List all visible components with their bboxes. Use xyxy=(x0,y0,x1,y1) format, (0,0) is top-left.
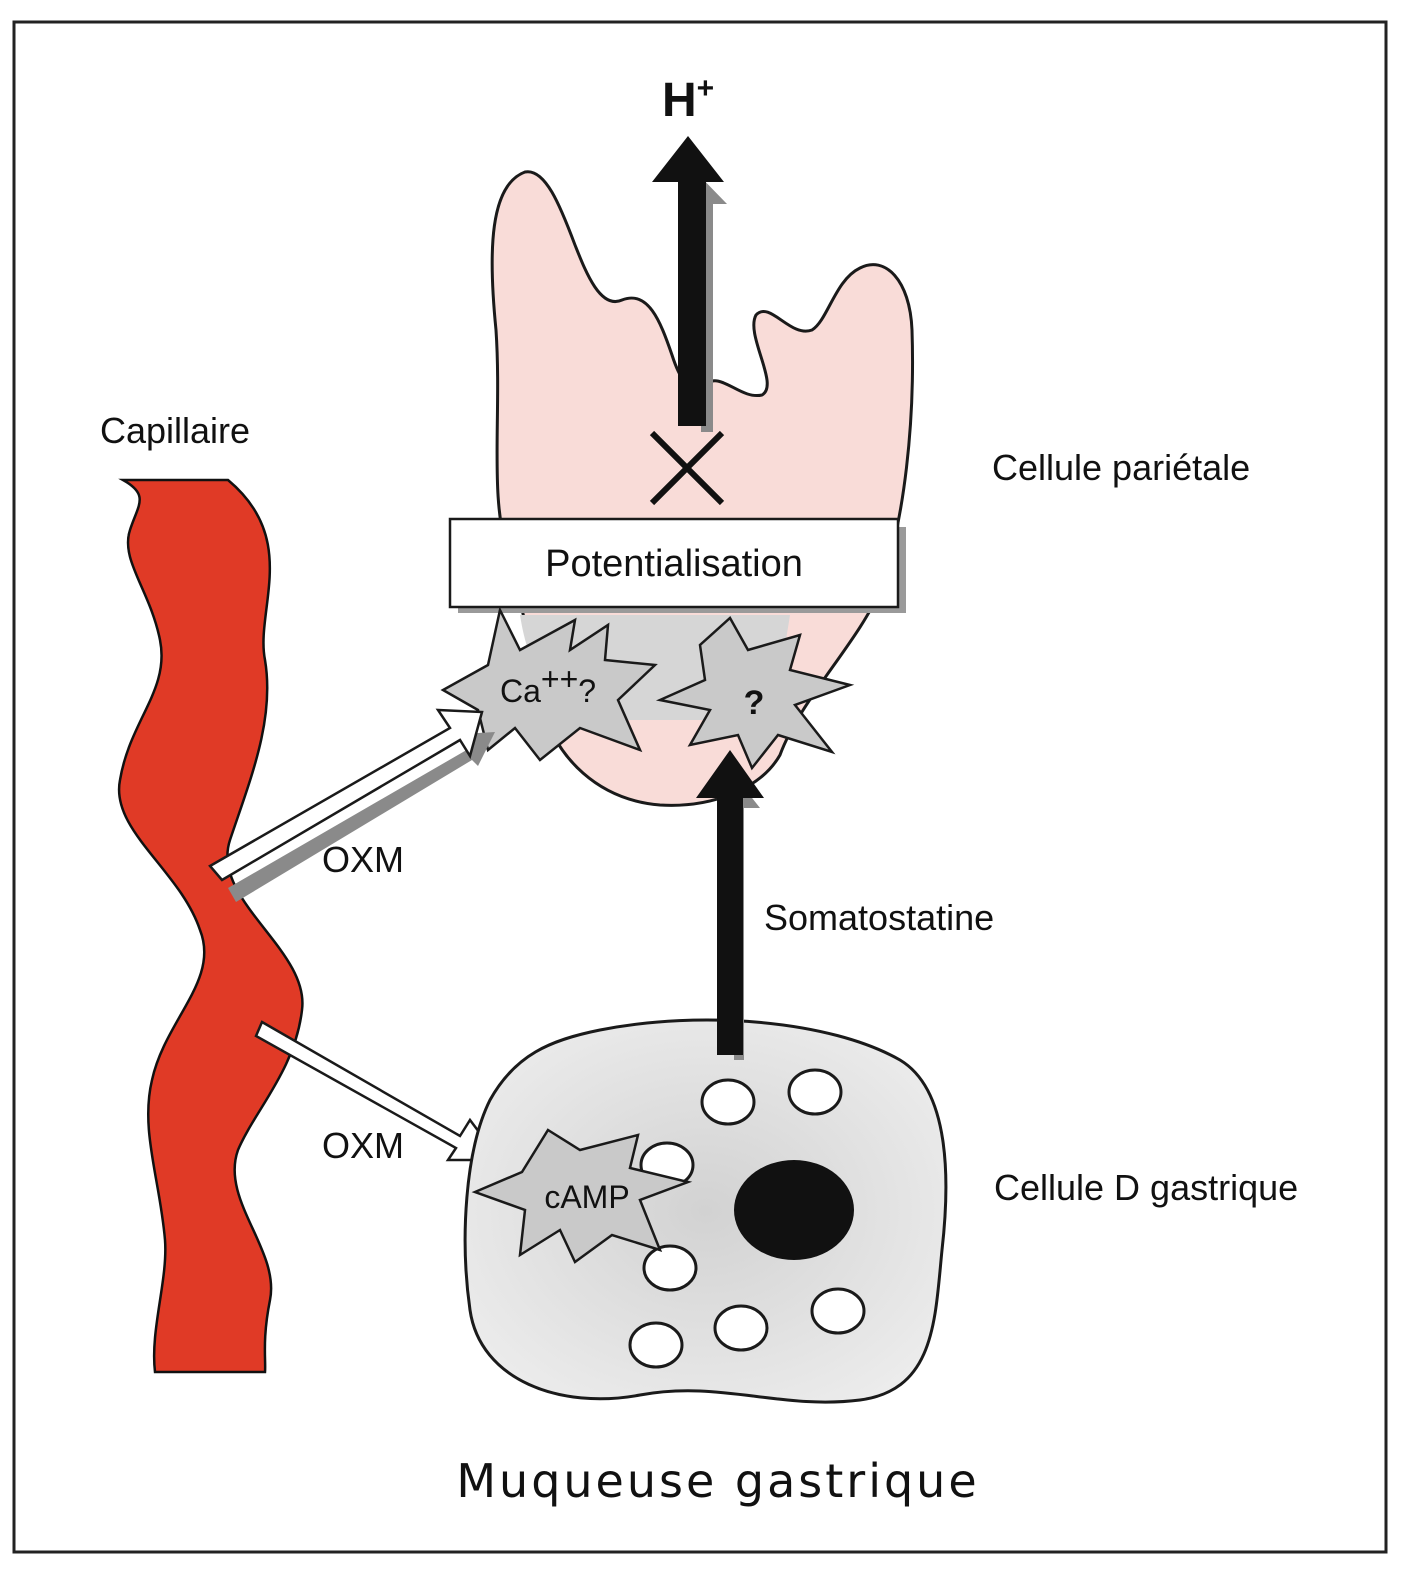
capillary-vessel xyxy=(117,478,304,1374)
oxm-upper-arrow xyxy=(208,708,484,882)
calcium-burst xyxy=(440,606,658,762)
d-cell-label: Cellule D gastrique xyxy=(994,1167,1298,1208)
diagram-title: Muqueuse gastrique xyxy=(456,1454,979,1508)
unknown-burst xyxy=(655,616,855,771)
vesicle xyxy=(628,1321,684,1369)
somatostatin-arrow xyxy=(696,750,764,1055)
potentiation-label: Potentialisation xyxy=(545,543,803,585)
vesicle xyxy=(642,1244,698,1292)
vesicle xyxy=(713,1304,769,1352)
oxm-lower-label: OXM xyxy=(322,1125,404,1166)
proton-label: H+ xyxy=(662,72,714,127)
capillary-label: Capillaire xyxy=(100,410,250,451)
somatostatin-label: Somatostatine xyxy=(764,897,994,938)
camp-burst xyxy=(471,1128,693,1264)
vesicle xyxy=(700,1078,756,1126)
camp-label: cAMP xyxy=(544,1179,629,1215)
arrow-up-icon xyxy=(652,136,724,426)
potentiation-box xyxy=(448,517,900,609)
calcium-label: Ca++? xyxy=(500,661,596,709)
parietal-cell-label: Cellule pariétale xyxy=(992,447,1250,488)
x-cross-icon xyxy=(649,430,725,506)
vesicle xyxy=(810,1287,866,1335)
vesicles xyxy=(628,1068,866,1369)
nucleus xyxy=(734,1160,854,1260)
vesicle xyxy=(787,1068,843,1116)
proton-arrow-shadow xyxy=(687,170,727,432)
oxm-upper-arrow-shadow xyxy=(228,732,495,902)
oxm-upper-label: OXM xyxy=(322,839,404,880)
unknown-messenger-label: ? xyxy=(744,684,765,722)
